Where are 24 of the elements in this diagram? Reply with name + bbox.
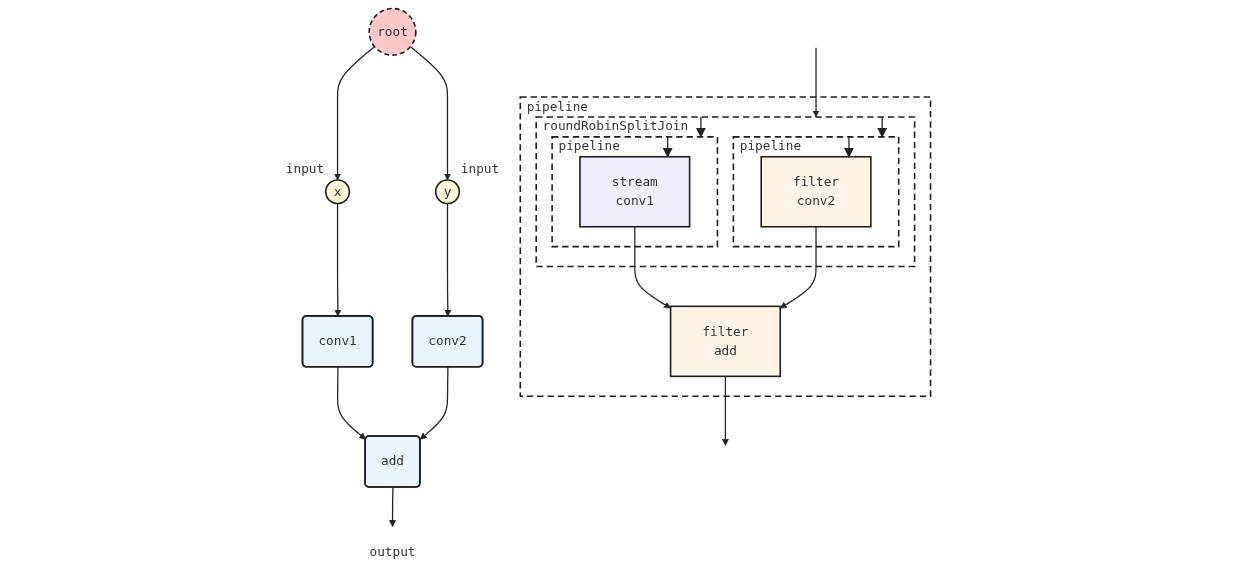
node-box: stream conv1 — [579, 155, 691, 228]
arrow — [444, 202, 452, 317]
node-circle: x — [324, 179, 351, 205]
arrow — [419, 366, 449, 440]
arrow — [634, 226, 671, 309]
node-label: input — [285, 160, 325, 176]
arrow — [662, 136, 673, 158]
arrow — [336, 366, 366, 440]
arrow — [409, 46, 451, 181]
arrow — [334, 202, 342, 317]
arrow — [695, 116, 706, 138]
arrow — [877, 116, 888, 138]
arrow — [843, 136, 854, 158]
arrow — [334, 46, 376, 181]
arrow — [812, 47, 820, 118]
node-text: output — [369, 544, 416, 560]
node-box: filter add — [669, 305, 781, 378]
arrow — [779, 226, 817, 309]
arrow — [721, 375, 729, 446]
node-circle: root — [368, 7, 417, 56]
node-circle: y — [434, 179, 461, 205]
node-box: filter conv2 — [760, 155, 872, 228]
arrow — [389, 486, 397, 528]
node-label: input — [460, 160, 500, 176]
